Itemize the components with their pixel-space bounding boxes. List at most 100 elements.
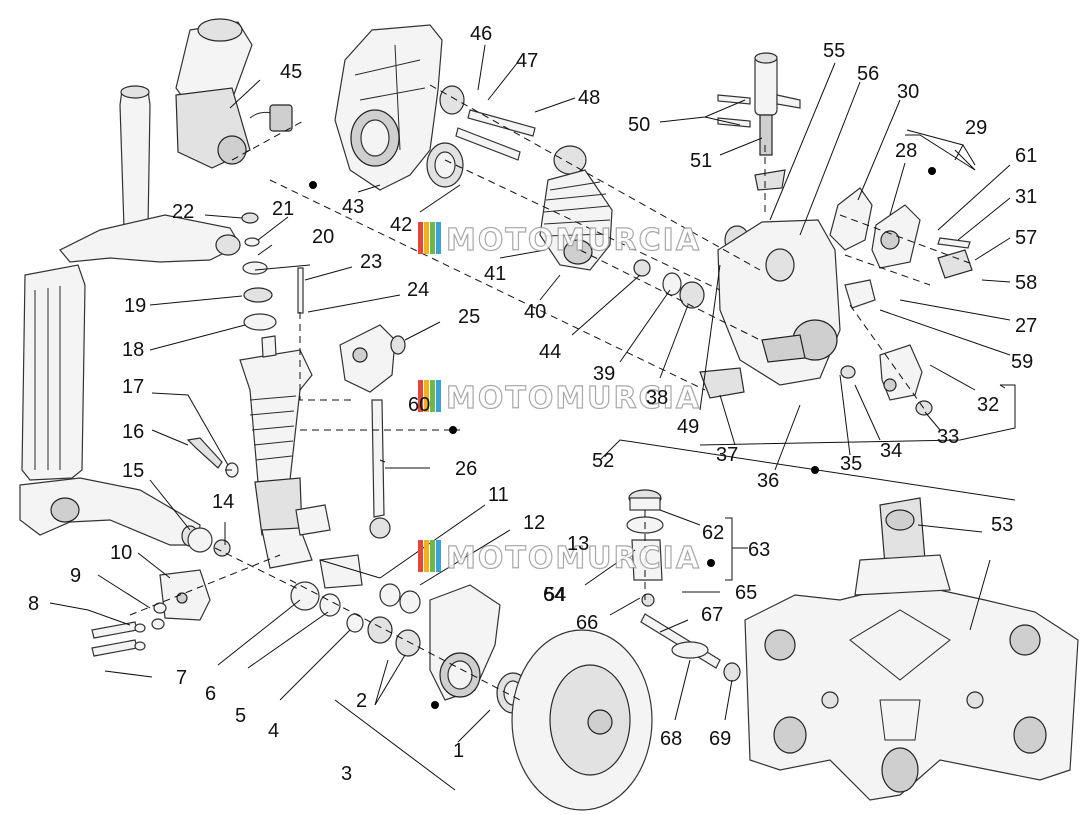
assembly-dot (449, 426, 457, 434)
bracket-bolts-part (91, 569, 211, 657)
assembly-dot (811, 466, 819, 474)
callout-label: 57 (1015, 227, 1037, 249)
knuckle-part (429, 584, 530, 714)
callout-label: 23 (360, 251, 382, 273)
steering-column-part (19, 85, 241, 547)
callout-label: 33 (937, 426, 959, 448)
bearing-rings-part (290, 554, 421, 657)
callout-label: 15 (122, 460, 144, 482)
callout-label: 9 (70, 565, 81, 587)
callout-label: 63 (748, 539, 770, 561)
watermarks: MOTOMURCIA MOTOMURCIA MOTOMURCIA (418, 222, 701, 577)
callout-label: 5 (235, 705, 246, 727)
callout-label: 17 (122, 376, 144, 398)
callout-label: 56 (857, 63, 879, 85)
seals-and-bolts-part (426, 85, 536, 188)
callout-label: 29 (965, 117, 987, 139)
reservoir-part (626, 489, 741, 682)
callout-label: 49 (677, 416, 699, 438)
bracket-part (829, 187, 973, 279)
callout-label: 62 (702, 522, 724, 544)
callout-label: 16 (122, 421, 144, 443)
callout-label: 45 (280, 61, 302, 83)
callout-label: 66 (576, 612, 598, 634)
callout-label: 54 (544, 584, 566, 606)
callout-label: 8 (28, 593, 39, 615)
callout-label: 60 (408, 394, 430, 416)
callout-label: 6 (205, 683, 216, 705)
callout-label: 3 (341, 763, 352, 785)
callout-label: 12 (523, 512, 545, 534)
callout-label: 31 (1015, 186, 1037, 208)
callout-label: 48 (578, 87, 600, 109)
callout-label: 14 (212, 491, 234, 513)
assembly-dot (928, 167, 936, 175)
callout-label: 11 (488, 484, 509, 506)
callout-label: 55 (823, 40, 845, 62)
sensor-part (717, 52, 801, 191)
callout-label: 59 (1011, 351, 1033, 373)
callout-numbers: 1 2 3 4 5 6 7 8 9 10 11 12 13 14 15 16 1… (28, 23, 1037, 785)
callout-label: 21 (272, 198, 294, 220)
callout-label: 58 (1015, 272, 1037, 294)
gear-housing-part (334, 24, 443, 191)
callout-label: 28 (895, 140, 917, 162)
callout-label: 34 (880, 440, 902, 462)
callout-label: 30 (897, 81, 919, 103)
side-cover-part (699, 219, 841, 399)
assembly-dot (707, 559, 715, 567)
assembly-axis-lines (129, 84, 976, 701)
callout-label: 19 (124, 295, 146, 317)
callout-label: 22 (172, 201, 194, 223)
callout-label: 27 (1015, 315, 1037, 337)
callout-label: 2 (356, 690, 367, 712)
callout-label: 69 (709, 728, 731, 750)
callout-label: 13 (567, 533, 589, 555)
shock-absorber-part (239, 335, 331, 569)
callout-leader-lines (49, 44, 1016, 791)
watermark-logo: MOTOMURCIA (418, 222, 701, 259)
assembly-markers (309, 167, 936, 709)
callout-label: 24 (407, 279, 429, 301)
callout-label: 41 (484, 263, 506, 285)
frame-part (744, 497, 1079, 801)
gear-shaft-part (539, 145, 613, 271)
callout-label: 47 (516, 50, 538, 72)
pump-part (339, 324, 406, 393)
watermark-text: MOTOMURCIA (446, 541, 701, 576)
callout-label: 18 (122, 339, 144, 361)
callout-label: 43 (342, 196, 364, 218)
callout-label: 1 (453, 740, 464, 762)
callout-label: 52 (592, 450, 614, 472)
assembly-dot (431, 701, 439, 709)
callout-label: 46 (470, 23, 492, 45)
callout-label: 65 (735, 582, 757, 604)
callout-label: 44 (539, 341, 561, 363)
callout-label: 26 (455, 458, 477, 480)
watermark-logo: MOTOMURCIA (418, 540, 701, 577)
assembly-dot (309, 181, 317, 189)
callout-label: 64 (543, 584, 565, 606)
callout-label: 38 (646, 387, 668, 409)
callout-label: 68 (660, 728, 682, 750)
callout-label: 10 (110, 542, 132, 564)
callout-label: 51 (690, 150, 712, 172)
callout-label: 36 (757, 470, 779, 492)
callout-label: 53 (991, 514, 1013, 536)
cam-part (840, 279, 933, 416)
motor-part (175, 18, 293, 169)
callout-label: 4 (268, 720, 279, 742)
callout-label: 7 (176, 667, 187, 689)
callout-label: 40 (524, 301, 546, 323)
bolt-part (186, 437, 239, 557)
callout-label: 61 (1015, 145, 1037, 167)
callout-label: 32 (977, 394, 999, 416)
callout-label: 50 (628, 114, 650, 136)
watermark-text: MOTOMURCIA (446, 223, 701, 258)
callout-label: 42 (390, 214, 412, 236)
parts-artwork (19, 18, 1079, 811)
brake-disc-part (511, 629, 653, 811)
callout-label: 25 (458, 306, 480, 328)
callout-label: 37 (716, 444, 738, 466)
